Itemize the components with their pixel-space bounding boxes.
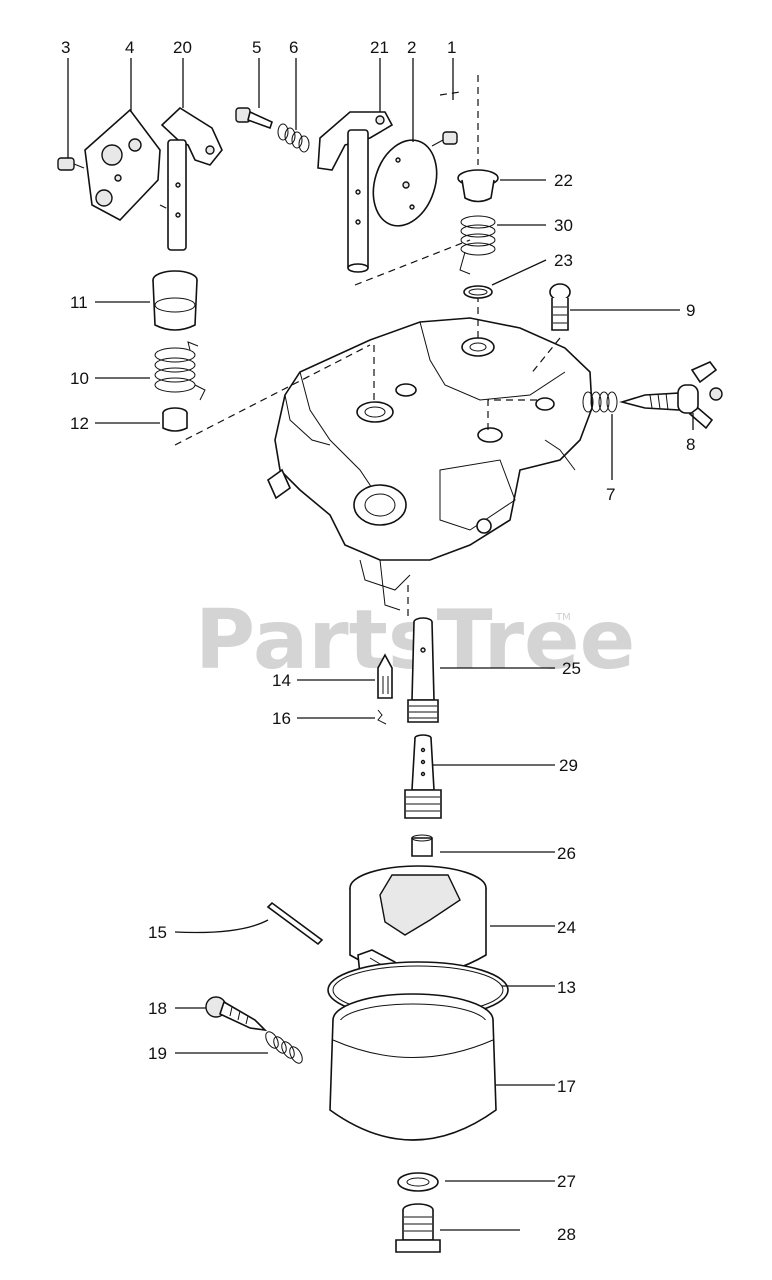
- alignment-guides: [159, 75, 561, 620]
- part-throttle-shaft-20: [160, 106, 223, 251]
- part-throttle-plate-4: [84, 108, 161, 221]
- carburetor-body: [267, 317, 593, 611]
- callout-1: 1: [447, 38, 456, 57]
- callout-14: 14: [272, 671, 291, 690]
- part-screw-3: [57, 157, 85, 171]
- callout-29: 29: [559, 756, 578, 775]
- part-washer-27: [397, 1172, 439, 1192]
- part-float-pin-15: [266, 901, 324, 946]
- callout-13: 13: [557, 978, 576, 997]
- callout-24: 24: [557, 918, 576, 937]
- callout-30: 30: [554, 216, 573, 235]
- part-drain-screw-18: [205, 996, 268, 1032]
- callout-18: 18: [148, 999, 167, 1018]
- part-choke-shaft-21: [317, 111, 394, 273]
- callout-15: 15: [148, 923, 167, 942]
- part-needle-valve-8: [619, 361, 723, 430]
- part-bowl-nut-28: [395, 1203, 441, 1253]
- part-spring-30: [459, 215, 496, 275]
- part-cap-22: [457, 169, 499, 203]
- part-spring-10: [154, 341, 206, 401]
- callout-7: 7: [606, 485, 615, 504]
- part-jet-tube-29: [404, 734, 442, 819]
- callout-8: 8: [686, 435, 695, 454]
- part-float-bowl-17: [329, 993, 497, 1141]
- callout-26: 26: [557, 844, 576, 863]
- callout-27: 27: [557, 1172, 576, 1191]
- part-seal-11: [152, 270, 198, 331]
- part-screw-1: [431, 131, 458, 147]
- callout-6: 6: [289, 38, 298, 57]
- callout-22: 22: [554, 171, 573, 190]
- part-collar-12: [162, 407, 188, 432]
- part-spring-6: [277, 123, 310, 153]
- part-screw-9: [549, 283, 571, 331]
- callout-28: 28: [557, 1225, 576, 1244]
- callout-5: 5: [252, 38, 261, 57]
- callout-12: 12: [70, 414, 89, 433]
- callout-17: 17: [557, 1077, 576, 1096]
- part-float-needle-14: [377, 653, 393, 699]
- callout-3: 3: [61, 38, 70, 57]
- part-jet-26: [411, 834, 433, 857]
- callout-2: 2: [407, 38, 416, 57]
- part-clip-16: [377, 709, 387, 725]
- callout-21: 21: [370, 38, 389, 57]
- part-choke-plate-2: [372, 139, 438, 227]
- part-spring-7: [582, 391, 618, 413]
- callout-10: 10: [70, 369, 89, 388]
- callout-20: 20: [173, 38, 192, 57]
- callout-11: 11: [70, 293, 88, 312]
- callout-16: 16: [272, 709, 291, 728]
- callout-9: 9: [686, 301, 695, 320]
- part-screw-5: [235, 107, 273, 130]
- callout-19: 19: [148, 1044, 167, 1063]
- callout-4: 4: [125, 38, 134, 57]
- callout-labels: 3 4 20 5 6 21 2 1 22 30 23 9 11 10 12 8 …: [61, 38, 695, 1244]
- part-nozzle-25: [407, 617, 439, 723]
- trademark: TM: [555, 612, 571, 623]
- leader-lines: [67, 58, 694, 1231]
- callout-25: 25: [562, 659, 581, 678]
- part-spring-19: [265, 1031, 303, 1064]
- callout-23: 23: [554, 251, 573, 270]
- part-oring-23: [463, 285, 493, 299]
